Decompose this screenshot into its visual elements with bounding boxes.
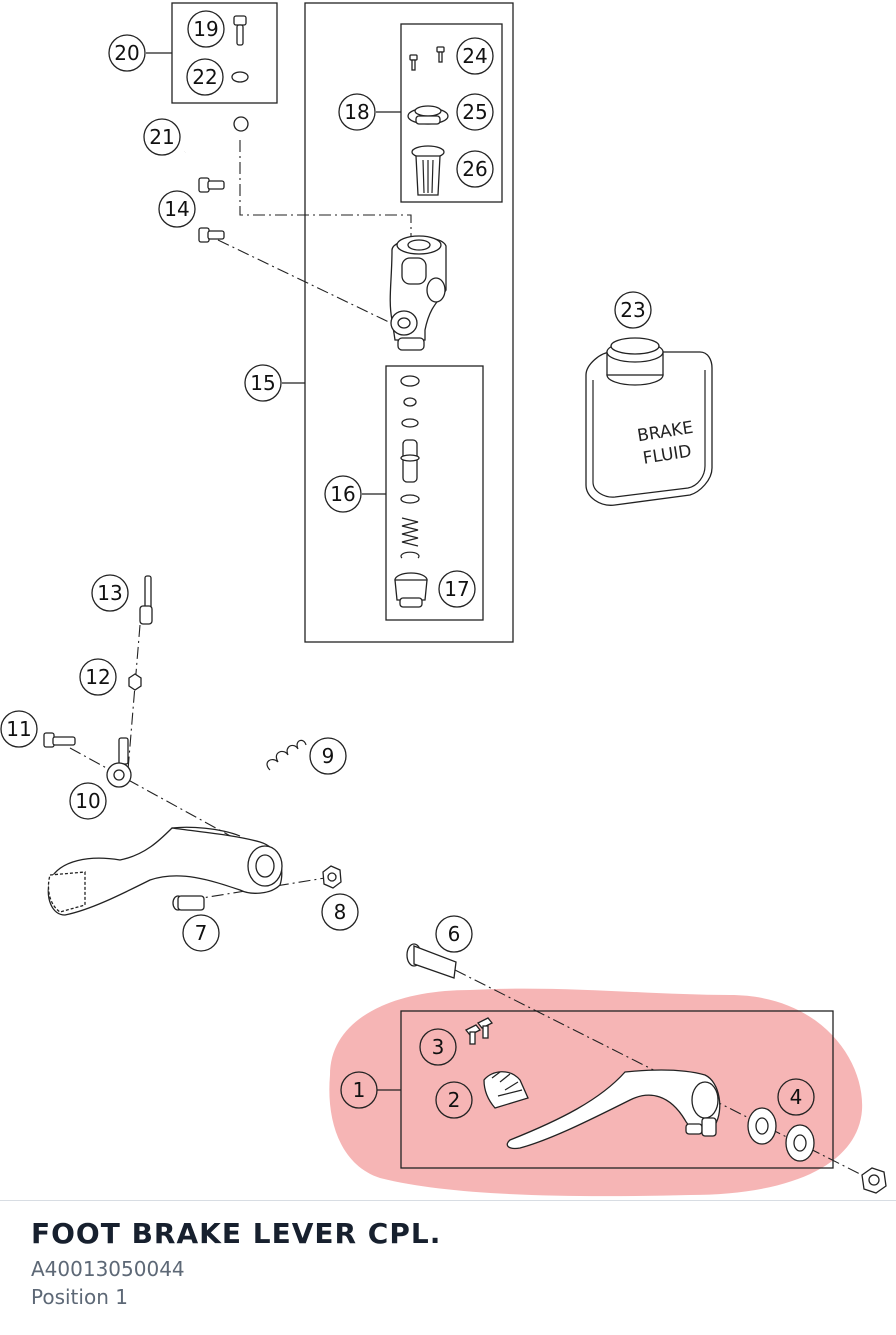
part-title: FOOT BRAKE LEVER CPL.: [31, 1217, 442, 1250]
callout-22[interactable]: 22: [186, 58, 224, 96]
svg-text:1: 1: [353, 1078, 366, 1102]
callout-24[interactable]: 24: [456, 37, 494, 75]
screw-3-icon[interactable]: [464, 1017, 494, 1045]
master-cylinder-body-icon[interactable]: [389, 235, 447, 351]
callout-19[interactable]: 19: [187, 10, 225, 48]
part-info-panel: FOOT BRAKE LEVER CPL. A40013050044 Posit…: [0, 1200, 896, 1335]
part-position: Position 1: [31, 1285, 128, 1309]
boot-17-icon[interactable]: [394, 572, 428, 608]
svg-text:20: 20: [114, 41, 139, 65]
brake-fluid-bottle-23-icon[interactable]: BRAKE FLUID: [585, 337, 713, 506]
reservoir-cap-25-icon[interactable]: [407, 105, 449, 125]
highlight-region[interactable]: [329, 988, 863, 1197]
bolt-14b-icon[interactable]: [198, 227, 225, 243]
callout-25[interactable]: 25: [456, 93, 494, 131]
brake-hose-21-icon[interactable]: [184, 116, 249, 154]
svg-text:21: 21: [149, 125, 174, 149]
callout-16[interactable]: 16: [324, 475, 362, 513]
callout-23[interactable]: 23: [614, 291, 652, 329]
svg-text:26: 26: [462, 157, 487, 181]
exploded-parts-diagram: BRAKE FLUID: [0, 2, 887, 1197]
callout-8[interactable]: 8: [321, 893, 359, 931]
spring-9-icon[interactable]: [266, 739, 307, 771]
foot-brake-lever-icon[interactable]: [47, 826, 283, 916]
svg-text:7: 7: [195, 921, 208, 945]
callout-11[interactable]: 11: [0, 710, 38, 748]
callout-21[interactable]: 21: [143, 118, 181, 156]
svg-text:11: 11: [6, 717, 31, 741]
group-box-15: [304, 2, 514, 643]
part-number: A40013050044: [31, 1257, 185, 1281]
nut-end-icon[interactable]: [861, 1167, 887, 1194]
callout-7[interactable]: 7: [182, 914, 220, 952]
group-box-18: [400, 23, 503, 203]
pivot-bolt-6-icon[interactable]: [406, 943, 457, 979]
callout-13[interactable]: 13: [91, 574, 129, 612]
callout-14[interactable]: 14: [158, 190, 196, 228]
svg-text:14: 14: [164, 197, 189, 221]
nut-8-icon[interactable]: [322, 865, 342, 889]
svg-text:4: 4: [790, 1085, 803, 1109]
callout-9[interactable]: 9: [309, 737, 347, 775]
svg-text:17: 17: [444, 577, 469, 601]
svg-text:24: 24: [462, 44, 487, 68]
brake-lever-1-icon[interactable]: [506, 1069, 721, 1150]
svg-text:16: 16: [330, 482, 355, 506]
pushrod-13-icon[interactable]: [139, 575, 153, 625]
svg-text:23: 23: [620, 298, 645, 322]
callout-1[interactable]: 1: [340, 1071, 378, 1109]
svg-text:22: 22: [192, 65, 217, 89]
callout-6[interactable]: 6: [435, 915, 473, 953]
callout-12[interactable]: 12: [79, 658, 117, 696]
diaphragm-26-icon[interactable]: [411, 145, 445, 196]
bolt-11-icon[interactable]: [43, 732, 76, 748]
callout-15[interactable]: 15: [244, 364, 282, 402]
nut-12-icon[interactable]: [128, 673, 142, 691]
svg-text:9: 9: [322, 744, 335, 768]
svg-text:18: 18: [344, 100, 369, 124]
callout-20[interactable]: 20: [108, 34, 146, 72]
bolt-19-icon[interactable]: [233, 15, 247, 46]
callout-2[interactable]: 2: [435, 1081, 473, 1119]
callout-10[interactable]: 10: [69, 782, 107, 820]
screw-24-icon[interactable]: [409, 46, 445, 71]
svg-text:12: 12: [85, 665, 110, 689]
callout-26[interactable]: 26: [456, 150, 494, 188]
washer-22-icon[interactable]: [231, 71, 249, 83]
pin-7-icon[interactable]: [172, 895, 205, 911]
callout-17[interactable]: 17: [438, 570, 476, 608]
svg-text:25: 25: [462, 100, 487, 124]
bolt-14a-icon[interactable]: [198, 177, 225, 193]
svg-text:8: 8: [334, 900, 347, 924]
svg-text:3: 3: [432, 1035, 445, 1059]
bearing-4-icon[interactable]: [747, 1107, 815, 1162]
footpeg-step-2-icon[interactable]: [483, 1071, 529, 1109]
callout-4[interactable]: 4: [777, 1078, 815, 1116]
group-box-20: [171, 2, 278, 104]
svg-text:13: 13: [97, 581, 122, 605]
svg-text:15: 15: [250, 371, 275, 395]
callout-3[interactable]: 3: [419, 1028, 457, 1066]
svg-text:19: 19: [193, 17, 218, 41]
group-box-16: [385, 365, 484, 621]
svg-text:2: 2: [448, 1088, 461, 1112]
clevis-10-icon[interactable]: [106, 737, 132, 788]
svg-text:10: 10: [75, 789, 100, 813]
piston-kit-16-icon[interactable]: [400, 375, 420, 559]
callout-18[interactable]: 18: [338, 93, 376, 131]
svg-text:6: 6: [448, 922, 461, 946]
